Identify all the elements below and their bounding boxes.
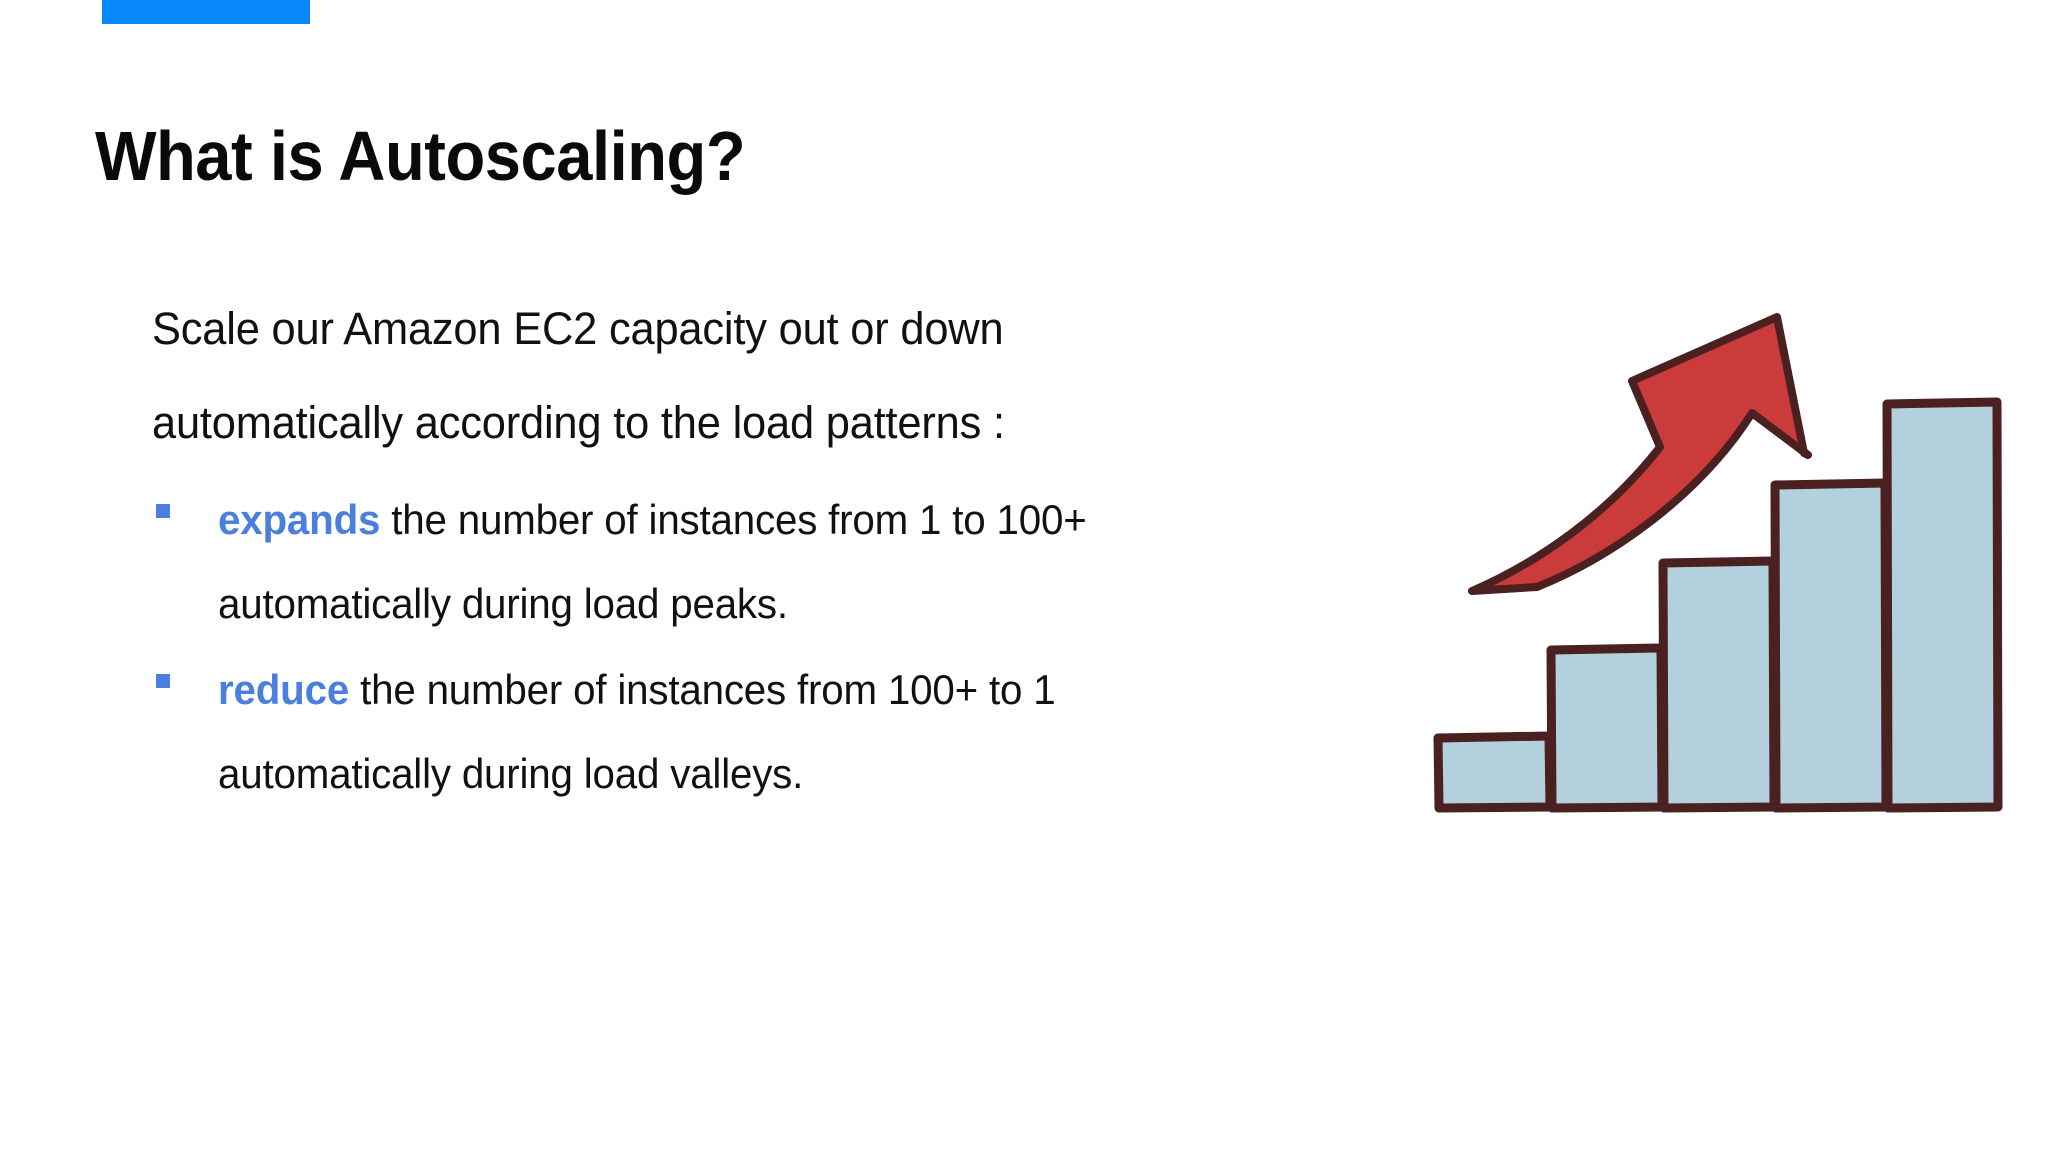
bullet-list: expands the number of instances from 1 t… (152, 478, 1282, 816)
list-item-line-2: automatically during load peaks. (218, 580, 788, 627)
accent-bar (102, 0, 310, 24)
lead-paragraph-line-1: Scale our Amazon EC2 capacity out or dow… (152, 303, 1004, 354)
lead-paragraph-line-2: automatically according to the load patt… (152, 397, 1005, 448)
list-item-line-1: reduce the number of instances from 100+… (218, 648, 1239, 732)
bar-3 (1658, 556, 1779, 813)
square-bullet-icon (156, 504, 170, 518)
bar-2 (1546, 643, 1667, 813)
bar-5 (1882, 397, 2003, 813)
square-bullet-icon (156, 674, 170, 688)
list-item: reduce the number of instances from 100+… (152, 648, 1282, 816)
keyword-reduce: reduce (218, 666, 350, 713)
bar-1 (1433, 731, 1555, 813)
list-item-line-1-rest: the number of instances from 1 to 100+ (380, 496, 1087, 543)
bar-chart-svg (1433, 313, 2003, 813)
list-item-line-2: automatically during load valleys. (218, 750, 804, 797)
list-item: expands the number of instances from 1 t… (152, 478, 1282, 646)
list-item-text: expands the number of instances from 1 t… (218, 478, 1239, 646)
list-item-text: reduce the number of instances from 100+… (218, 648, 1239, 816)
growth-arrow-icon (1468, 313, 1812, 595)
arrow-body (1468, 313, 1812, 595)
bar-4 (1770, 478, 1891, 813)
body-content: Scale our Amazon EC2 capacity out or dow… (152, 282, 1282, 818)
list-item-line-1-rest: the number of instances from 100+ to 1 (349, 666, 1056, 713)
keyword-expands: expands (218, 496, 381, 543)
chart-bars (1433, 397, 2003, 813)
growth-bar-chart-illustration (1432, 295, 2012, 815)
page-title: What is Autoscaling? (95, 116, 746, 195)
list-item-line-1: expands the number of instances from 1 t… (218, 478, 1239, 562)
